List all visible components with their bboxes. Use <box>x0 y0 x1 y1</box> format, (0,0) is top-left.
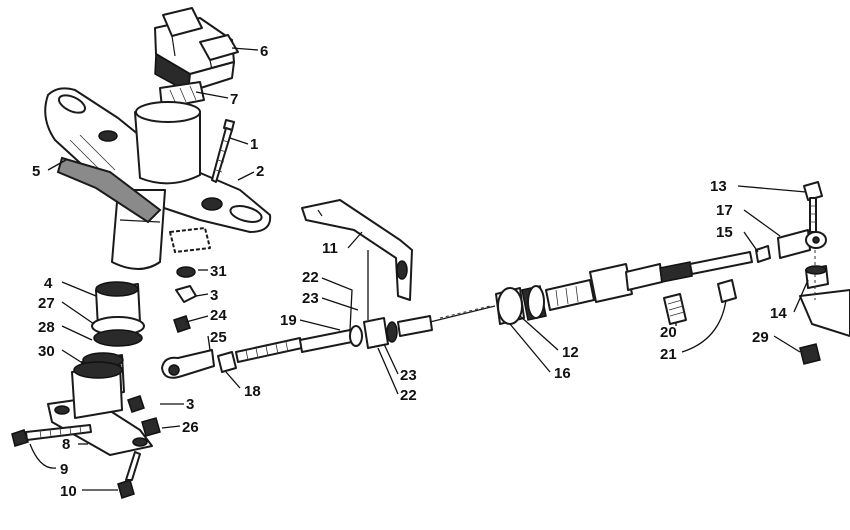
nut-15 <box>755 245 771 263</box>
rod-end-25 <box>161 349 215 379</box>
cable-wire-dashed <box>439 305 491 319</box>
steering-arm <box>799 250 850 337</box>
handlebar-clamp <box>154 7 239 94</box>
nut-29 <box>799 343 821 365</box>
callout-8: 8 <box>62 436 70 453</box>
seal-rings <box>91 316 145 347</box>
callout-22b: 22 <box>400 387 417 404</box>
lower-bracket <box>47 361 153 456</box>
bolt-13 <box>803 181 823 233</box>
gasket-strip <box>56 156 162 224</box>
callout-24: 24 <box>210 307 227 324</box>
callout-25: 25 <box>210 329 227 346</box>
leader-lines <box>29 47 809 491</box>
callout-16: 16 <box>554 365 571 382</box>
callout-14: 14 <box>770 305 787 322</box>
callout-19: 19 <box>280 312 297 329</box>
callout-4: 4 <box>44 275 53 292</box>
callout-13: 13 <box>710 178 727 195</box>
callout-18: 18 <box>244 383 261 400</box>
callout-labels: 1 2 3 3 4 5 6 7 8 9 10 11 12 13 14 15 16… <box>32 43 787 500</box>
callout-29: 29 <box>752 329 769 346</box>
callout-12: 12 <box>562 344 579 361</box>
callout-3b: 3 <box>186 396 194 413</box>
cable-nuts-22-23 <box>349 315 433 349</box>
callout-31: 31 <box>210 263 227 280</box>
cable-bracket-11 <box>301 199 413 301</box>
callout-5: 5 <box>32 163 40 180</box>
callout-17: 17 <box>716 202 733 219</box>
callout-6: 6 <box>260 43 268 60</box>
callout-20: 20 <box>660 324 677 341</box>
callout-3a: 3 <box>210 287 218 304</box>
callout-21: 21 <box>660 346 677 363</box>
callout-1: 1 <box>250 136 258 153</box>
callout-11: 11 <box>322 240 338 257</box>
cable-end-17 <box>777 229 827 259</box>
callout-23a: 23 <box>302 290 319 307</box>
bolt-1 <box>211 119 235 183</box>
callout-23b: 23 <box>400 367 417 384</box>
cable-adjuster-12 <box>495 279 595 325</box>
callout-2: 2 <box>256 163 264 180</box>
callout-28: 28 <box>38 319 55 336</box>
washer-nut-31 <box>169 227 211 303</box>
callout-30: 30 <box>38 343 55 360</box>
jam-nut-18 <box>217 351 237 373</box>
nuts-3-26 <box>127 395 161 437</box>
bolt-9 <box>11 424 92 447</box>
callout-27: 27 <box>38 295 55 312</box>
callout-26: 26 <box>182 419 199 436</box>
cable-fitting <box>589 251 753 303</box>
bolt-10 <box>117 451 141 499</box>
callout-9: 9 <box>60 461 68 478</box>
cable-rod-19 <box>235 329 353 363</box>
cable-wire <box>429 305 496 323</box>
callout-15: 15 <box>716 224 733 241</box>
fitting-21 <box>717 279 737 303</box>
callout-7: 7 <box>230 91 238 108</box>
callout-22a: 22 <box>302 269 319 286</box>
spacer-14 <box>805 265 829 289</box>
callout-10: 10 <box>60 483 77 500</box>
nut-24 <box>173 315 191 333</box>
fitting-20 <box>663 293 687 325</box>
